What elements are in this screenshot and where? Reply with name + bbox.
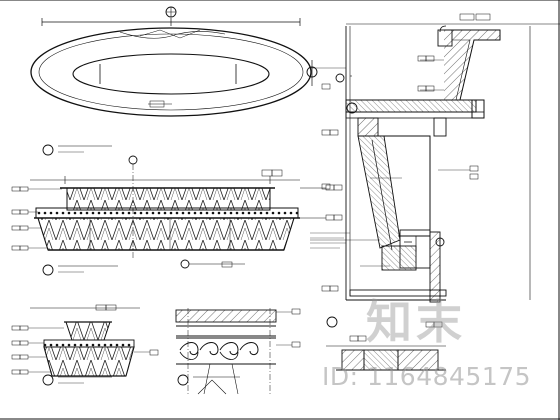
section-detail — [310, 13, 560, 303]
scroll-ornament-detail — [175, 308, 301, 395]
base-detail-section — [326, 316, 446, 371]
planter-elevation-large — [11, 155, 343, 276]
planter-elevation-small — [11, 304, 159, 386]
oval-plan-view — [30, 6, 318, 156]
